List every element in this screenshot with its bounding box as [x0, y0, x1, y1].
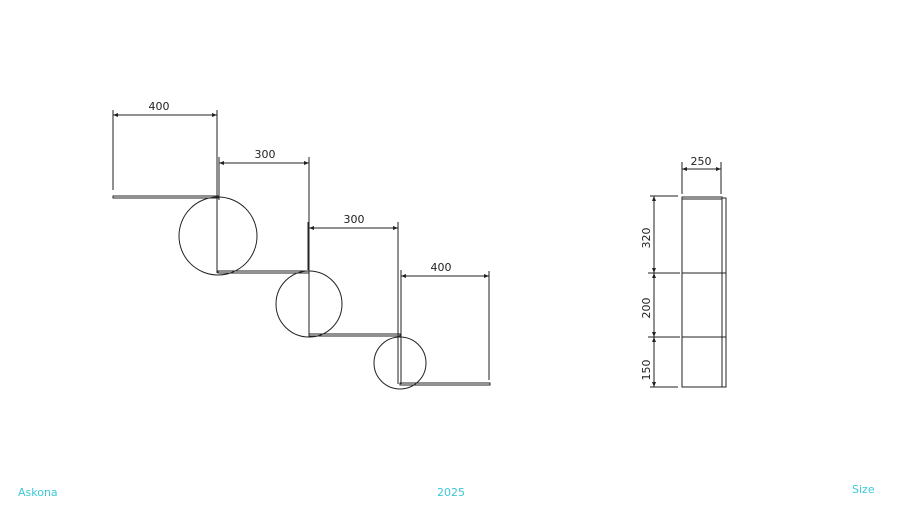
footer-year: 2025	[437, 486, 465, 499]
circle-small	[373, 336, 427, 390]
footer-label: Size	[852, 483, 875, 496]
height-label-3: 150	[640, 360, 653, 381]
dim-label-2: 300	[255, 148, 276, 161]
width-label: 250	[691, 155, 712, 168]
cabinet-body	[681, 196, 723, 388]
circle-large	[178, 196, 258, 276]
height-label-1: 320	[640, 228, 653, 249]
height-label-2: 200	[640, 298, 653, 319]
dim-label-4: 400	[431, 261, 452, 274]
front-view: 400 300 300 400	[112, 100, 491, 390]
footer-brand: Askona	[18, 486, 58, 499]
dim-label-3: 300	[344, 213, 365, 226]
side-view: 250 320 200 150	[640, 155, 727, 388]
shelf-1	[112, 195, 219, 199]
dim-label-1: 400	[149, 100, 170, 113]
shelf-4	[399, 382, 491, 386]
